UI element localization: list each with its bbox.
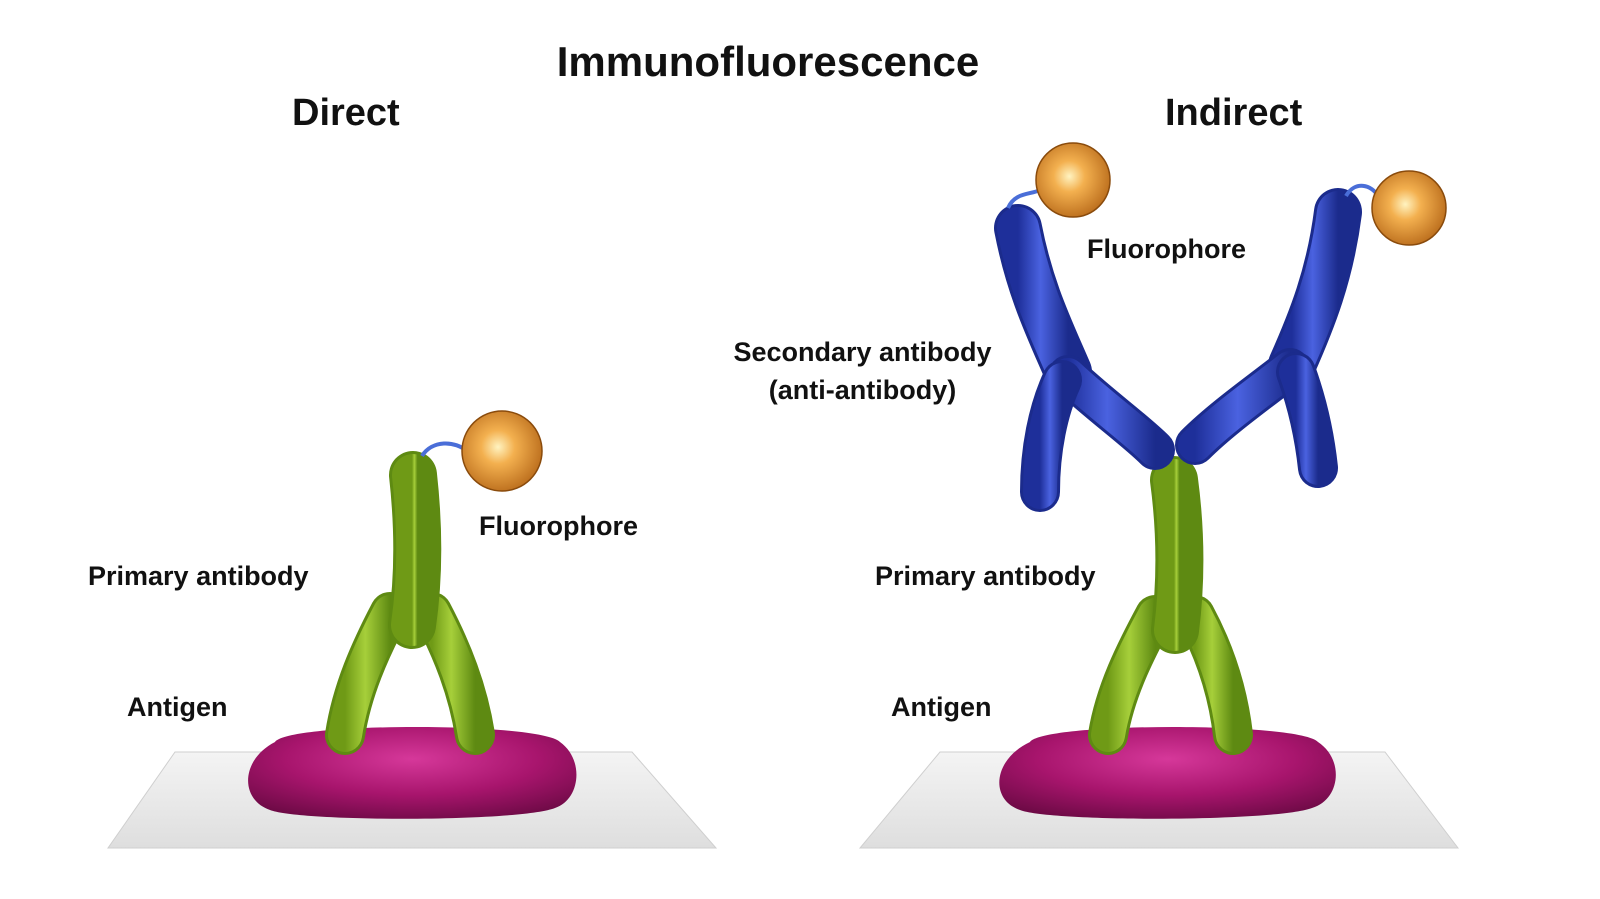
direct-heading: Direct [292, 92, 400, 134]
secondary-antibody [994, 204, 1175, 512]
antigen [248, 727, 577, 819]
indirect-heading: Indirect [1165, 92, 1303, 134]
indirect-antigen-label: Antigen [891, 692, 992, 722]
indirect-fluorophore-label: Fluorophore [1087, 234, 1246, 264]
fluorophore [461, 410, 543, 492]
fluorophore [1035, 142, 1111, 218]
antigen [999, 727, 1336, 819]
direct-fluorophore-label: Fluorophore [479, 511, 638, 541]
secondary-antibody [1175, 188, 1362, 488]
fluorophore [1371, 170, 1447, 246]
fluorophore-linker [420, 441, 470, 458]
secondary-antibody-label: Secondary antibody [733, 337, 992, 367]
direct-primary-antibody-label: Primary antibody [88, 561, 309, 591]
primary-antibody [325, 451, 495, 755]
secondary-antibody-sublabel: (anti-antibody) [768, 375, 957, 405]
indirect-primary-antibody-label: Primary antibody [875, 561, 1096, 591]
direct-antigen-label: Antigen [127, 692, 228, 722]
diagram-title: Immunofluorescence [556, 38, 980, 85]
primary-antibody [1088, 456, 1253, 755]
